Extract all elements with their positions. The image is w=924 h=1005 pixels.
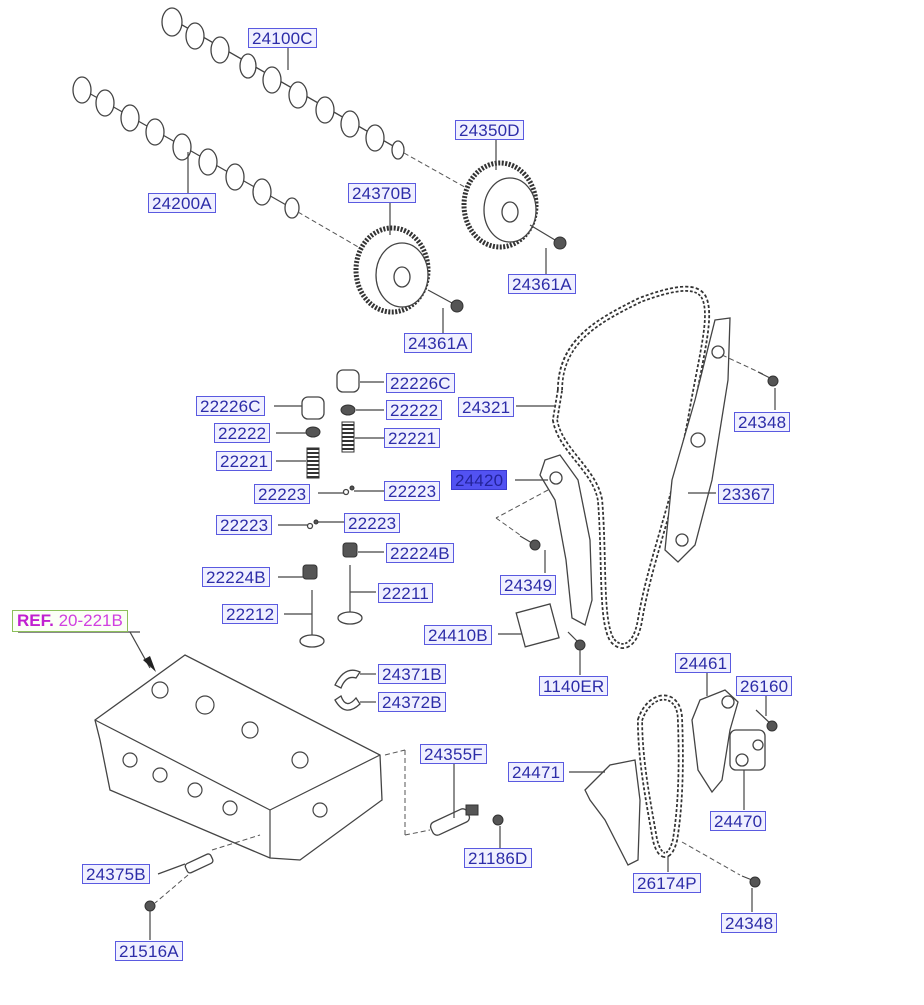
callout-24348-lower[interactable]: 24348 <box>721 913 778 933</box>
callout-24100C[interactable]: 24100C <box>248 28 317 48</box>
callout-24200A[interactable]: 24200A <box>148 193 216 213</box>
callout-22222-right[interactable]: 22222 <box>386 400 443 420</box>
callout-22211[interactable]: 22211 <box>378 583 434 603</box>
camshaft-intake-drawing[interactable] <box>72 76 300 219</box>
oil-pump-chain-drawing[interactable] <box>636 694 684 858</box>
callout-24349[interactable]: 24349 <box>500 575 557 595</box>
camshaft-exhaust-drawing[interactable] <box>161 7 405 160</box>
callout-24420-selected[interactable]: 24420 <box>451 470 508 490</box>
callout-24321[interactable]: 24321 <box>458 397 515 417</box>
callout-1140ER[interactable]: 1140ER <box>539 676 609 696</box>
exhaust-sprocket-drawing[interactable] <box>461 160 539 250</box>
callout-22226C-left[interactable]: 22226C <box>196 396 265 416</box>
callout-24375B[interactable]: 24375B <box>82 864 150 884</box>
callout-24355F[interactable]: 24355F <box>420 744 487 764</box>
reference-link[interactable]: REF. 20-221B <box>12 610 128 632</box>
callout-22223-upper-right[interactable]: 22223 <box>384 481 441 501</box>
callout-21516A[interactable]: 21516A <box>115 941 183 961</box>
callout-24461[interactable]: 24461 <box>675 653 732 673</box>
callout-22224B-left[interactable]: 22224B <box>202 567 270 587</box>
callout-22226C-right[interactable]: 22226C <box>386 373 455 393</box>
callout-24370B[interactable]: 24370B <box>348 183 416 203</box>
callout-22221-left[interactable]: 22221 <box>216 451 273 471</box>
callout-22223-lower-right[interactable]: 22223 <box>344 513 401 533</box>
callout-24348-upper[interactable]: 24348 <box>734 412 791 432</box>
callout-24470[interactable]: 24470 <box>710 811 767 831</box>
callout-22222-left[interactable]: 22222 <box>214 423 271 443</box>
reference-prefix: REF. <box>17 611 54 630</box>
cylinder-head-drawing[interactable] <box>94 654 383 861</box>
callout-22223-lower-left[interactable]: 22223 <box>216 515 273 535</box>
callout-24361A-lower[interactable]: 24361A <box>404 333 472 353</box>
callout-22223-upper-left[interactable]: 22223 <box>254 484 311 504</box>
callout-24371B[interactable]: 24371B <box>378 664 446 684</box>
timing-chain-drawing[interactable] <box>551 285 711 649</box>
callout-26174P[interactable]: 26174P <box>633 873 701 893</box>
reference-code: 20-221B <box>58 611 123 630</box>
callout-22224B-right[interactable]: 22224B <box>386 543 454 563</box>
callout-22212[interactable]: 22212 <box>222 604 279 624</box>
callout-24372B[interactable]: 24372B <box>378 692 446 712</box>
tensioner-arm-drawing[interactable] <box>539 454 593 626</box>
callout-22221-right[interactable]: 22221 <box>384 428 441 448</box>
chain-guide-drawing[interactable] <box>664 317 731 563</box>
callout-24350D[interactable]: 24350D <box>455 120 524 140</box>
callout-24361A-upper[interactable]: 24361A <box>508 274 576 294</box>
callout-24471[interactable]: 24471 <box>508 762 565 782</box>
callout-26160[interactable]: 26160 <box>736 676 793 696</box>
callout-21186D[interactable]: 21186D <box>464 848 532 868</box>
callout-24410B[interactable]: 24410B <box>424 625 492 645</box>
intake-sprocket-drawing[interactable] <box>353 225 431 315</box>
callout-23367[interactable]: 23367 <box>718 484 775 504</box>
